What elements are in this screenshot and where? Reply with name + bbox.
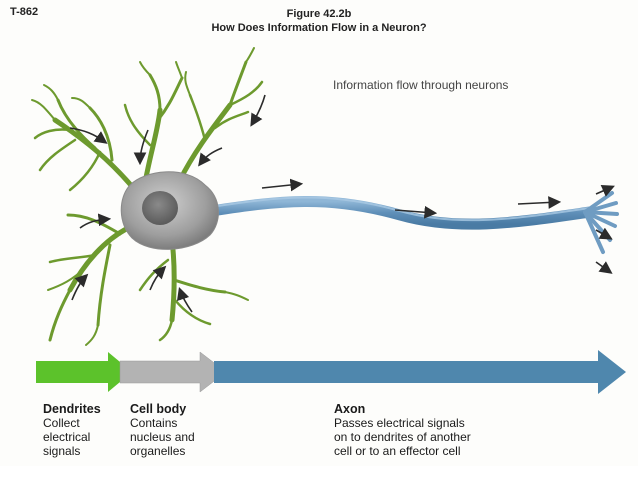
bottom-margin (0, 466, 638, 479)
figure-number: Figure 42.2b (286, 8, 352, 20)
cell-body (120, 171, 219, 250)
figure-title: How Does Information Flow in a Neuron? (211, 22, 427, 34)
axon-label: Axon Passes electrical signals on to den… (334, 402, 471, 458)
diagram-caption: Information flow through neurons (333, 78, 509, 92)
flow-arrows (69, 94, 615, 313)
dendrite-region-arrow (36, 352, 132, 392)
axon-region-arrow (214, 350, 626, 394)
nucleus (142, 191, 178, 225)
figure-code: T-862 (10, 6, 39, 18)
region-arrows (36, 350, 626, 394)
dendrites-label: Dendrites Collect electrical signals (43, 402, 101, 458)
cell-body-label: Cell body Contains nucleus and organelle… (130, 402, 195, 458)
dendrites (31, 47, 264, 346)
cell-body-region-arrow (119, 351, 227, 393)
